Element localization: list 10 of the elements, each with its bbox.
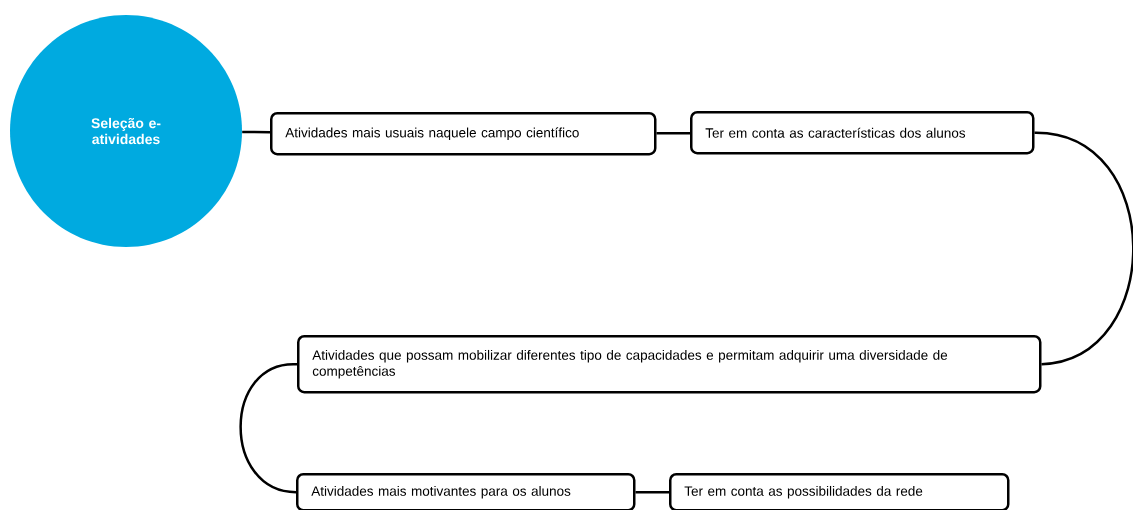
connector-line <box>239 363 298 494</box>
text-box: Atividades mais usuais naquele campo científico <box>270 112 657 156</box>
text-box: Atividades mais motivantes para os alunos <box>296 473 636 510</box>
connector-line <box>635 491 669 494</box>
connector-line <box>656 131 690 135</box>
text-box: Ter em conta as características dos alunos <box>690 111 1035 155</box>
text-box: Ter em conta as possibilidades da rede <box>669 473 1010 510</box>
connector-line <box>1034 131 1133 366</box>
text-box: Atividades que possam mobilizar diferentes tipo de capacidades e permitam adquirir uma diversidade de competências <box>297 335 1042 394</box>
connector-line <box>242 130 270 134</box>
